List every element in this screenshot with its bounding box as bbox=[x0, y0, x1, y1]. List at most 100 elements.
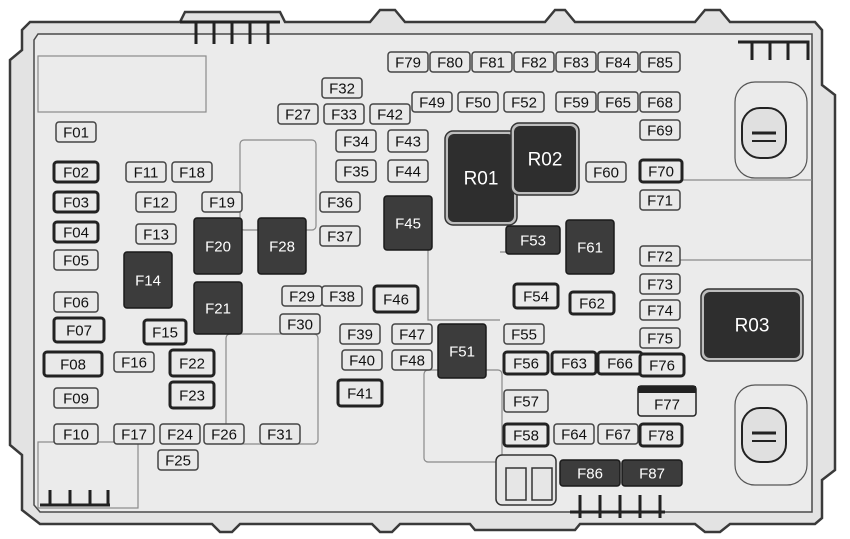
fuse-body bbox=[597, 91, 639, 113]
fuse-f60: F60 bbox=[585, 161, 627, 183]
fuse-f37: F37 bbox=[319, 225, 361, 247]
bottom-left-connector bbox=[40, 490, 110, 507]
fuse-label: F73 bbox=[647, 277, 673, 294]
fuse-body bbox=[502, 422, 550, 448]
fuse-label: F43 bbox=[395, 134, 421, 151]
fuse-f84: F84 bbox=[597, 51, 639, 73]
fuse-label: F76 bbox=[649, 358, 675, 375]
fuse-f23: F23 bbox=[168, 380, 216, 410]
fuse-label: F17 bbox=[121, 427, 147, 444]
fuse-f75: F75 bbox=[639, 327, 681, 349]
fuse-f58: F58 bbox=[502, 422, 550, 448]
fuse-body bbox=[42, 350, 104, 378]
relay-r03: R03 bbox=[700, 288, 804, 362]
fuse-label: F21 bbox=[205, 301, 231, 318]
fuse-label: F56 bbox=[513, 356, 539, 373]
fuse-body bbox=[323, 103, 365, 125]
fuse-body bbox=[157, 449, 199, 471]
fuse-f17: F17 bbox=[113, 423, 155, 445]
fuse-body bbox=[336, 378, 384, 408]
relay-body bbox=[448, 134, 514, 222]
fuse-label: F38 bbox=[329, 289, 355, 306]
fuse-body bbox=[471, 51, 513, 73]
fuse-label: F55 bbox=[511, 327, 537, 344]
fuse-f52: F52 bbox=[503, 91, 545, 113]
fuse-body bbox=[259, 423, 301, 445]
fuse-body bbox=[168, 348, 216, 378]
fuse-label: F12 bbox=[143, 195, 169, 212]
fuse-label: F71 bbox=[647, 193, 673, 210]
fuse-body bbox=[597, 51, 639, 73]
fuse-label: F44 bbox=[395, 164, 421, 181]
fuse-label: F34 bbox=[343, 134, 369, 151]
fuse-f20: F20 bbox=[193, 217, 243, 275]
relay-label: R02 bbox=[528, 150, 563, 171]
fuse-body bbox=[639, 189, 681, 211]
relay-r01: R01 bbox=[444, 130, 518, 226]
fuse-label: F30 bbox=[287, 317, 313, 334]
fuse-f41: F41 bbox=[336, 378, 384, 408]
fuse-f70: F70 bbox=[638, 158, 684, 184]
fuse-label: F08 bbox=[60, 357, 86, 374]
fuse-label: F74 bbox=[647, 303, 673, 320]
fuse-label: F31 bbox=[267, 427, 293, 444]
fuse-body bbox=[52, 190, 100, 214]
fuse-body bbox=[321, 77, 363, 99]
fuse-f12: F12 bbox=[135, 191, 177, 213]
fuse-label: F51 bbox=[449, 344, 475, 361]
fuse-body bbox=[503, 323, 545, 345]
fuse-label: F32 bbox=[329, 81, 355, 98]
fuse-f54: F54 bbox=[512, 282, 560, 310]
fuse-label: F79 bbox=[395, 55, 421, 72]
fuse-label: F14 bbox=[135, 273, 161, 290]
fuse-body bbox=[391, 323, 433, 345]
fuse-body bbox=[639, 327, 681, 349]
fuse-f50: F50 bbox=[457, 91, 499, 113]
fuse-body bbox=[369, 103, 411, 125]
fuse-f76: F76 bbox=[638, 352, 686, 378]
fuse-f39: F39 bbox=[339, 323, 381, 345]
fuse-body bbox=[159, 423, 201, 445]
fuse-body bbox=[279, 313, 321, 335]
fuse-body bbox=[142, 318, 188, 346]
fuse-f36: F36 bbox=[319, 191, 361, 213]
fuse-body bbox=[639, 51, 681, 73]
fuse-f63: F63 bbox=[550, 350, 598, 376]
fuse-f27: F27 bbox=[277, 103, 319, 125]
fuse-body bbox=[52, 220, 100, 244]
fuse-body bbox=[52, 316, 106, 344]
fuse-f31: F31 bbox=[259, 423, 301, 445]
fuse-label: F39 bbox=[347, 327, 373, 344]
fuse-f61: F61 bbox=[565, 219, 615, 275]
fuse-body bbox=[621, 459, 683, 487]
fuse-f82: F82 bbox=[513, 51, 555, 73]
fuse-label: F24 bbox=[167, 427, 193, 444]
fuse-f68: F68 bbox=[639, 91, 681, 113]
fuse-f80: F80 bbox=[429, 51, 471, 73]
fuse-f06: F06 bbox=[53, 291, 99, 313]
fuse-f62: F62 bbox=[568, 290, 616, 316]
fuse-label: F70 bbox=[648, 164, 674, 181]
fuse-f83: F83 bbox=[555, 51, 597, 73]
fuse-body bbox=[335, 159, 377, 183]
fuse-label: F05 bbox=[63, 253, 89, 270]
fuse-body bbox=[568, 290, 616, 316]
fuse-label: F22 bbox=[179, 356, 205, 373]
fuse-label: F62 bbox=[579, 296, 605, 313]
fuse-f72: F72 bbox=[639, 245, 681, 267]
fuse-label: F75 bbox=[647, 331, 673, 348]
fuse-label: F13 bbox=[143, 227, 169, 244]
fuse-f29: F29 bbox=[281, 285, 323, 307]
fuse-label: F23 bbox=[179, 388, 205, 405]
fuse-body bbox=[193, 217, 243, 275]
fuse-body bbox=[639, 119, 681, 141]
relay-body bbox=[514, 126, 576, 192]
fuse-f53: F53 bbox=[505, 225, 561, 255]
fuse-body bbox=[171, 161, 213, 183]
fuse-label: F49 bbox=[419, 95, 445, 112]
fuse-body bbox=[339, 323, 381, 345]
fuse-body bbox=[559, 459, 621, 487]
